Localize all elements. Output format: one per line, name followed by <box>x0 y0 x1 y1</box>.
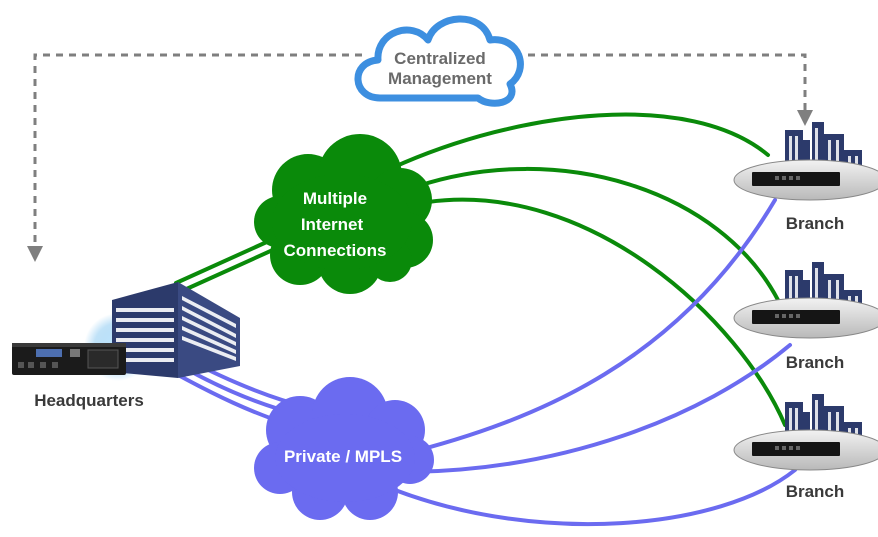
headquarters: Headquarters <box>12 282 240 410</box>
arrowhead-hq <box>27 246 43 262</box>
internet-cloud: Multiple Internet Connections <box>254 134 433 294</box>
branch-label-2: Branch <box>786 353 845 372</box>
branch-label-1: Branch <box>786 214 845 233</box>
office-building-icon <box>112 282 240 378</box>
branch-3: Branch <box>733 394 878 501</box>
internet-link-branch-2 <box>416 167 780 302</box>
cloud-icon <box>354 15 524 107</box>
management-link-hq <box>33 53 362 248</box>
internet-link-branch-1 <box>390 112 770 170</box>
router-appliance-icon <box>733 297 878 339</box>
internet-links <box>174 112 787 427</box>
internet-link-hq-a <box>174 234 282 285</box>
branch-2: Branch <box>733 262 878 372</box>
mpls-cloud: Private / MPLS <box>254 377 434 520</box>
headquarters-label: Headquarters <box>34 391 144 410</box>
mpls-link-branch-3 <box>393 468 797 527</box>
internet-label-line2: Internet <box>301 215 364 234</box>
rack-appliance-icon <box>12 343 126 375</box>
management-link-branch <box>515 53 807 112</box>
arrowhead-branch <box>797 110 813 126</box>
internet-label-line1: Multiple <box>303 189 367 208</box>
management-label-line2: Management <box>388 69 492 88</box>
internet-link-branch-3 <box>426 197 787 427</box>
mpls-label: Private / MPLS <box>284 447 402 466</box>
management-cloud: Centralized Management <box>354 15 524 107</box>
internet-label-line3: Connections <box>284 241 387 260</box>
router-appliance-icon <box>733 429 878 471</box>
cloud-icon <box>254 377 434 520</box>
branch-1: Branch <box>733 122 878 233</box>
cloud-icon <box>254 134 433 294</box>
management-links <box>33 53 807 248</box>
branch-label-3: Branch <box>786 482 845 501</box>
internet-link-hq-b <box>180 242 288 293</box>
mpls-link-branch-1 <box>398 198 777 457</box>
mpls-link-branch-2 <box>408 343 792 474</box>
management-label-line1: Centralized <box>394 49 486 68</box>
router-appliance-icon <box>733 159 878 201</box>
